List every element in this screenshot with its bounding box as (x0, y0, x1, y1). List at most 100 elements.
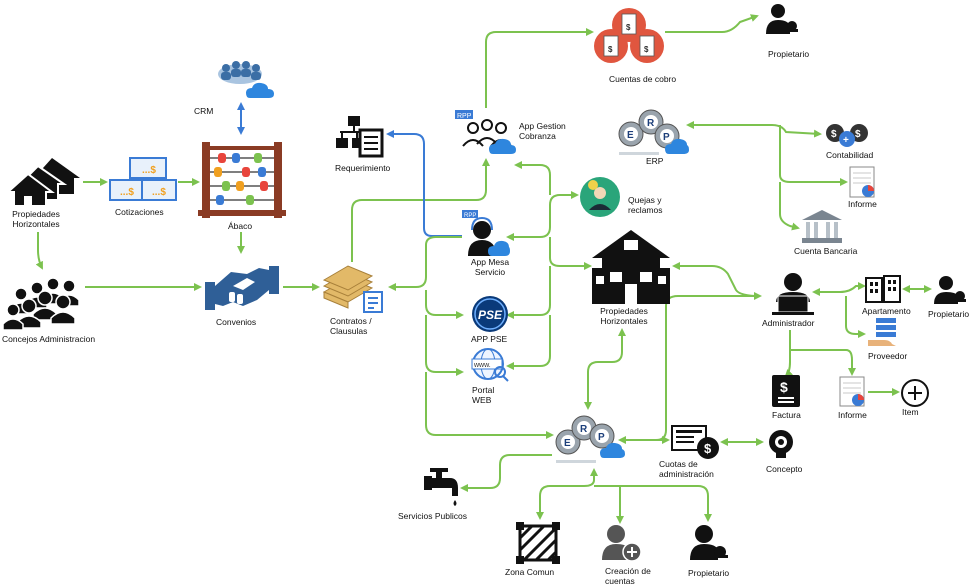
label-line: Horizontales (600, 316, 648, 326)
svg-text:...$: ...$ (152, 187, 166, 198)
user-key-icon (934, 276, 966, 304)
label-line: administración (659, 469, 714, 479)
bills-icon: ...$ ...$ ...$ (109, 157, 177, 201)
label-factura: Factura (772, 410, 801, 420)
edge-contratos-appgestion (351, 158, 490, 262)
common-area-icon (516, 522, 560, 564)
label-propietario-top: Propietario (768, 49, 810, 59)
label-line: Propiedades (600, 306, 648, 316)
label-line: App Gestion (519, 121, 566, 131)
user-add-icon (602, 525, 642, 562)
edge-bus-web-r (506, 315, 551, 370)
label-propiedades-left: Propiedades Horizontales (8, 209, 64, 229)
edge-erp-banco (779, 182, 800, 231)
svg-text:+: + (843, 135, 849, 146)
fee-document-icon: $ (671, 425, 719, 459)
building-icon (592, 230, 670, 304)
label-cuentas-cobro: Cuentas de cobro (609, 74, 677, 84)
label-requerimiento: Requerimiento (335, 163, 391, 173)
label-line: reclamos (628, 205, 663, 215)
svg-text:$: $ (855, 129, 861, 140)
erp-letter: R (580, 424, 588, 435)
org-chart-icon (336, 116, 384, 158)
edge-props-concejos (35, 232, 43, 270)
svg-text:...$: ...$ (142, 165, 156, 176)
edge-agent-quejas (506, 191, 579, 241)
label-cuenta-bancaria: Cuenta Bancaria (794, 246, 858, 256)
label-informe-bottom: Informe (838, 410, 867, 420)
label-apartamento: Apartamento (862, 306, 911, 316)
label-crm: CRM (194, 106, 214, 116)
bills-icon: $$$ (594, 8, 664, 63)
label-line: Cobranza (519, 131, 556, 141)
erp-gears-icon: E R P (618, 109, 689, 155)
label-cuotas: Cuotas de administración (659, 459, 714, 479)
edge-admin-factura (784, 330, 794, 378)
bank-icon (802, 210, 842, 243)
edge-bus-pse-r (506, 266, 551, 319)
svg-text:$: $ (608, 45, 613, 54)
label-informe-top: Informe (848, 199, 877, 209)
edge-agent-requerimiento (386, 130, 462, 237)
label-line: Contratos / (330, 316, 372, 326)
plus-circle-icon (901, 379, 929, 407)
rpp-badge: RPP (457, 113, 472, 120)
apartment-icon (865, 275, 901, 303)
label-line: Servicio (474, 267, 506, 277)
handshake-icon (205, 266, 279, 310)
invoice-icon: $ (772, 375, 800, 407)
water-tap-icon (424, 468, 458, 506)
edge-bus-pse (425, 290, 464, 319)
edge-erp-informe (779, 125, 848, 186)
label-item: Item (902, 407, 919, 417)
houses-icon (10, 158, 80, 206)
call-agent-icon: RPP (462, 210, 510, 256)
label-line: WEB (472, 395, 492, 405)
label-erp-top: ERP (646, 156, 664, 166)
label-propietario-bottom: Propietario (688, 568, 730, 578)
coins-icon: $$+ (826, 124, 868, 147)
support-agent-icon (580, 177, 620, 217)
www-text: www. (473, 362, 491, 369)
erp-letter: R (647, 118, 655, 129)
label-concepto: Concepto (766, 464, 803, 474)
pse-logo-icon: PSE (472, 296, 508, 332)
label-contabilidad: Contabilidad (826, 150, 874, 160)
edge-appgestion-cuentas (485, 28, 594, 108)
label-abaco: Ábaco (228, 221, 253, 231)
label-line: Clausulas (330, 326, 368, 336)
label-zona-comun: Zona Comun (505, 567, 555, 577)
label-propietario-right: Propietario (928, 309, 970, 319)
label-line: Creación de (605, 566, 651, 576)
label-proveedor: Proveedor (868, 351, 908, 361)
edge-admin-proveedor (845, 296, 866, 338)
edge-erp-servicios (460, 454, 552, 492)
label-line: Horizontales (12, 219, 60, 229)
report-icon (849, 166, 875, 198)
user-key-icon (766, 4, 798, 34)
edge-props-erp (584, 328, 626, 410)
rpp-badge: RPP (464, 213, 476, 219)
edge-bus-web (425, 315, 464, 376)
team-icon (3, 277, 80, 330)
edge-bus-props (549, 237, 592, 270)
label-cotizaciones: Cotizaciones (115, 207, 164, 217)
label-line: cuentas (605, 576, 635, 586)
idea-gear-icon (769, 430, 793, 458)
label-quejas: Quejas y reclamos (628, 195, 662, 215)
team-cloud-icon (218, 61, 274, 98)
svg-text:$: $ (626, 23, 631, 32)
label-concejos: Concejos Administracion (2, 334, 96, 344)
label-creacion: Creación de cuentas (605, 566, 651, 586)
svg-text:...$: ...$ (120, 187, 134, 198)
edge-erp-propietario (594, 485, 712, 522)
label-line: Propiedades (12, 209, 60, 219)
svg-text:$: $ (704, 441, 712, 456)
erp-letter: E (564, 438, 571, 449)
edge-erp-contabilidad (686, 121, 822, 138)
label-line: Quejas y (628, 195, 662, 205)
label-contratos: Contratos / Clausulas (330, 316, 372, 336)
erp-gears-icon: E R P (555, 415, 625, 463)
